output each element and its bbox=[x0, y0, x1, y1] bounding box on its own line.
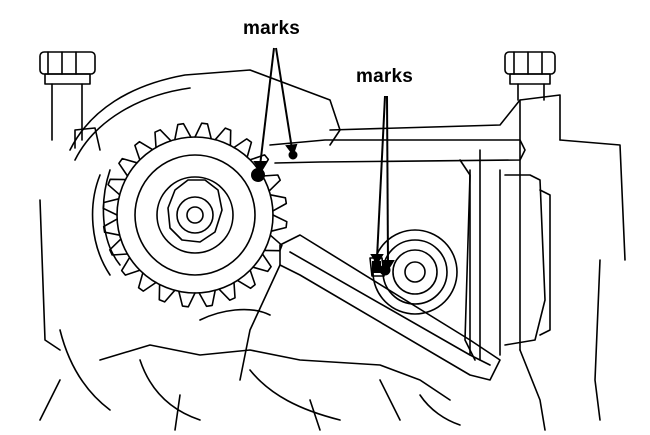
marks-label-sprocket: marks bbox=[243, 18, 300, 39]
bolt-right bbox=[504, 51, 556, 101]
leader-arrow-pulley-right bbox=[386, 95, 389, 265]
sprocket-timing-mark bbox=[251, 168, 265, 182]
leader-arrow-right bbox=[275, 47, 293, 150]
engine-housing bbox=[39, 69, 626, 431]
leader-arrow-pulley-left bbox=[376, 95, 386, 259]
gear-teeth bbox=[102, 122, 288, 308]
bolt-left bbox=[39, 51, 96, 141]
camshaft-sprocket bbox=[102, 122, 288, 308]
arrowhead-left bbox=[253, 161, 267, 172]
tensioner-arm bbox=[199, 234, 501, 381]
marks-label-pulley: marks bbox=[356, 66, 413, 87]
timing-marks bbox=[251, 47, 395, 276]
arrowhead-right bbox=[285, 143, 298, 157]
arrowhead-pulley-left bbox=[370, 254, 384, 265]
timing-belt bbox=[91, 169, 121, 276]
leader-arrow-left bbox=[259, 47, 275, 167]
arrowhead-pulley-right bbox=[381, 260, 395, 271]
